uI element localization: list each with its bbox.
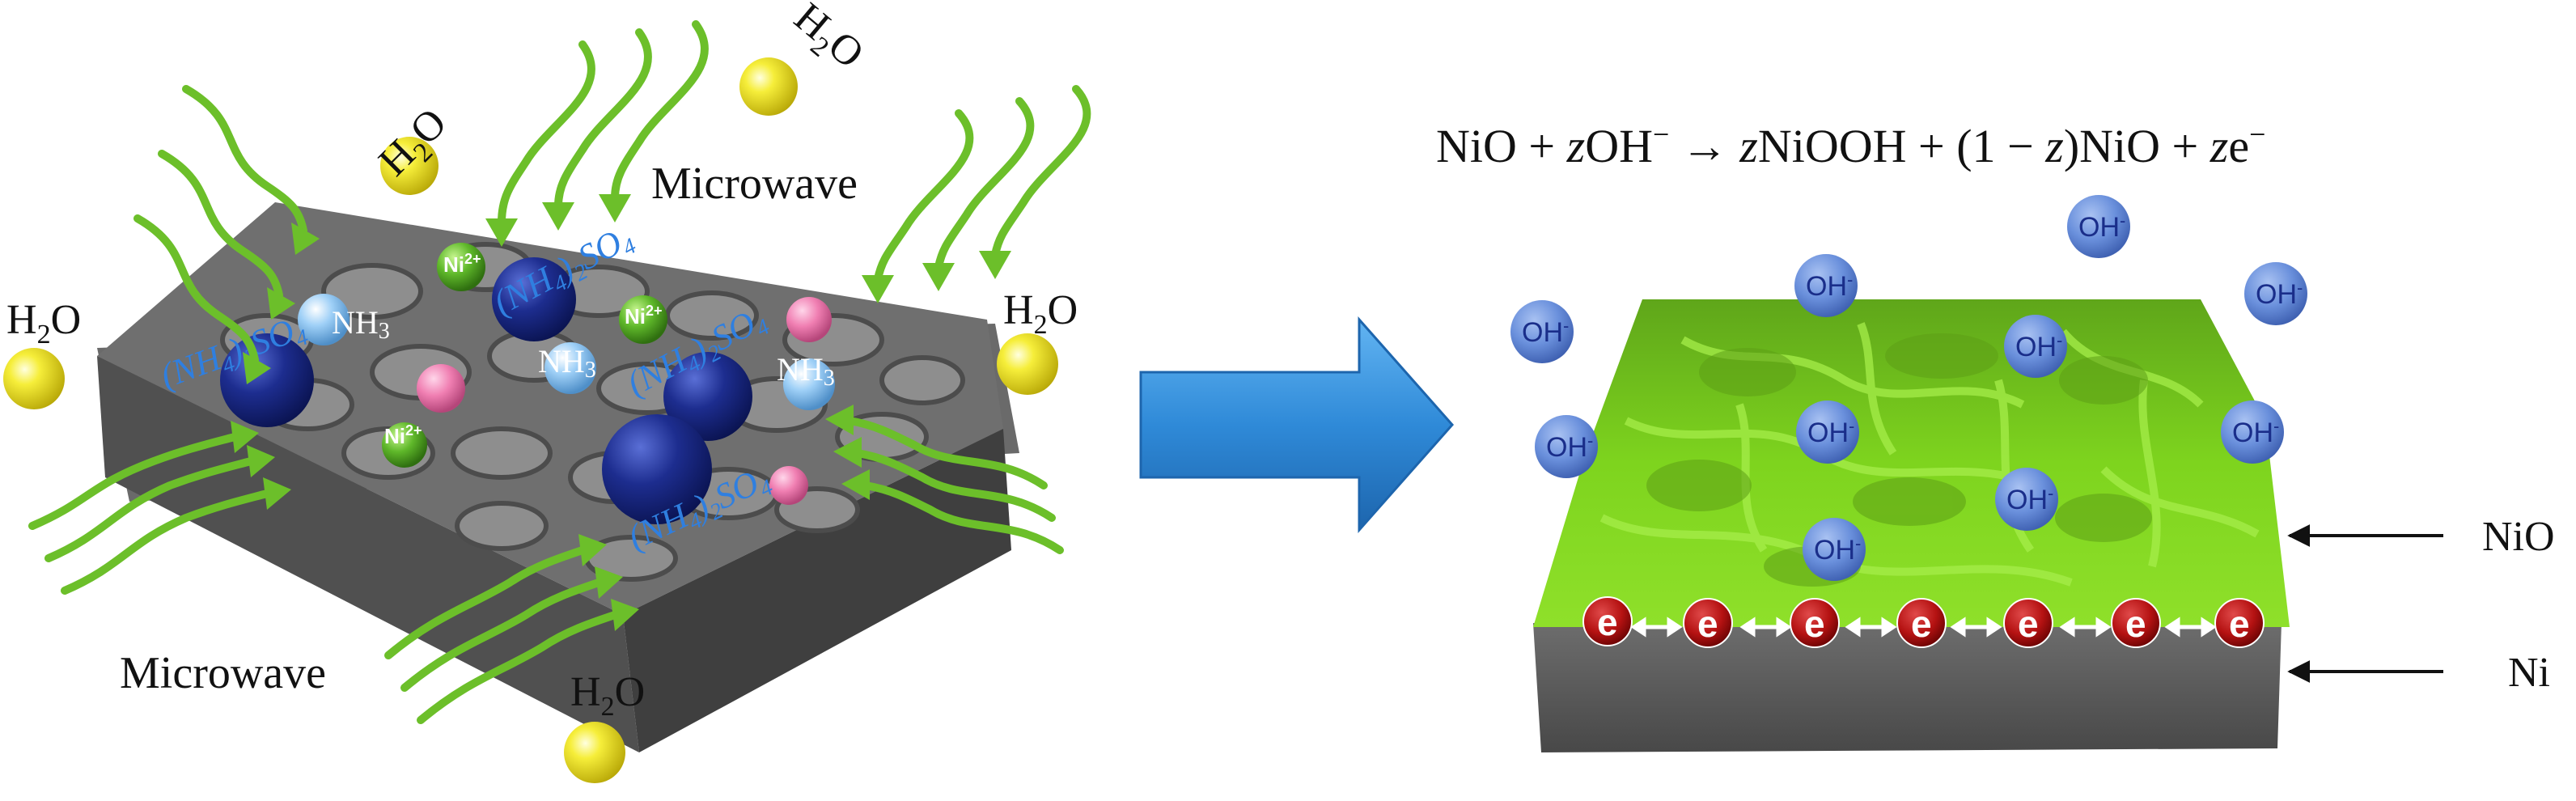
left-panel: (NH4)2SO4 (NH4)2SO4 (NH4)2SO4 (NH4)2SO4 …: [3, 0, 1091, 783]
hydroxide-ion: OH-: [1796, 400, 1859, 464]
ammonia-label-1: NH3: [332, 304, 390, 344]
substrate-right-side: [623, 429, 1011, 752]
transition-arrow: [1139, 316, 1455, 533]
ni-substrate: [1533, 623, 2282, 752]
svg-text:e: e: [1911, 603, 1932, 645]
microwave-arrowheads: [231, 194, 1011, 631]
hydroxide-ion: OH-: [1794, 254, 1858, 317]
electron: e: [1896, 598, 1947, 648]
electron: e: [2214, 598, 2265, 648]
water-sphere-top-right: [739, 57, 798, 116]
ammonia-spheres: [298, 294, 835, 410]
substrate-left-side: [97, 356, 639, 752]
svg-text:NH3: NH3: [332, 304, 390, 344]
hydroxide-ions: OH- OH- OH- OH- OH- OH- OH- OH- OH- OH-: [1510, 195, 2307, 581]
hydroxide-ion: OH-: [2221, 400, 2284, 464]
svg-text:Ni2+: Ni2+: [384, 422, 422, 448]
nickel-ion-label-2: Ni2+: [625, 303, 663, 328]
electron-chain: e e e e e e e: [1582, 596, 2265, 648]
water-sphere-left: [3, 348, 65, 409]
svg-text:Ni2+: Ni2+: [443, 251, 481, 277]
svg-text:OH-: OH-: [2078, 210, 2125, 243]
electron-transfer-arrows: [1630, 617, 2217, 638]
electron: e: [2111, 598, 2161, 648]
water-label-left: H2O: [6, 297, 81, 350]
electron: e: [1790, 598, 1840, 648]
hydroxide-ion: OH-: [2004, 315, 2067, 378]
hydroxide-ion: OH-: [1803, 518, 1866, 581]
water-label-right: H2O: [1003, 287, 1078, 340]
right-panel: NiO + zOH− → zNiOOH + (1 − z)NiO + ze−: [1436, 118, 2555, 752]
nio-film-cells: [1646, 333, 2152, 587]
svg-text:e: e: [1597, 601, 1618, 643]
water-sphere-top-left: [380, 137, 439, 195]
svg-text:OH-: OH-: [1807, 416, 1854, 448]
hydroxide-ion: OH-: [2244, 262, 2307, 325]
electron: e: [1683, 598, 1733, 648]
hydroxide-ion: OH-: [1510, 300, 1574, 363]
svg-text:NH3: NH3: [777, 351, 835, 391]
ammonia-label-2: NH3: [538, 343, 596, 383]
hydroxide-ion: OH-: [1995, 468, 2058, 531]
electron: e: [2003, 598, 2053, 648]
nickel-ion-label-1: Ni2+: [443, 251, 481, 277]
svg-text:e: e: [2125, 603, 2146, 645]
svg-text:OH-: OH-: [1806, 269, 1853, 302]
reaction-equation: NiO + zOH− → zNiOOH + (1 − z)NiO + ze−: [1436, 118, 2265, 172]
water-label-top-right: H2O: [782, 0, 872, 83]
microwave-label-top: Microwave: [651, 159, 858, 209]
water-sphere-right: [997, 333, 1058, 395]
svg-text:e: e: [1804, 603, 1825, 645]
svg-text:OH-: OH-: [1522, 316, 1569, 348]
hydroxide-ion: OH-: [2067, 195, 2130, 258]
hydroxide-ion: OH-: [1535, 415, 1598, 478]
svg-text:OH-: OH-: [2015, 330, 2062, 362]
microwave-arrows: [28, 20, 1091, 724]
pink-spheres: [417, 297, 832, 505]
svg-text:OH-: OH-: [2256, 278, 2303, 310]
ni-layer-label: Ni: [2508, 650, 2550, 696]
svg-text:OH-: OH-: [2232, 416, 2279, 448]
svg-text:OH-: OH-: [1814, 533, 1861, 566]
svg-text:e: e: [1697, 603, 1718, 645]
water-sphere-bottom: [564, 722, 625, 783]
svg-text:e: e: [2229, 603, 2250, 645]
nio-layer-label: NiO: [2482, 514, 2555, 560]
nickel-ion-label-3: Ni2+: [384, 422, 422, 448]
svg-text:NH3: NH3: [538, 343, 596, 383]
svg-text:e: e: [2018, 603, 2039, 645]
electron: e: [1582, 596, 1633, 646]
svg-text:OH-: OH-: [2006, 483, 2053, 515]
nickel-spheres: [382, 243, 667, 468]
svg-text:OH-: OH-: [1546, 430, 1593, 463]
ammonia-label-3: NH3: [777, 351, 835, 391]
svg-text:Ni2+: Ni2+: [625, 303, 663, 328]
microwave-label-bottom: Microwave: [120, 648, 326, 698]
water-label-bottom: H2O: [570, 669, 645, 722]
